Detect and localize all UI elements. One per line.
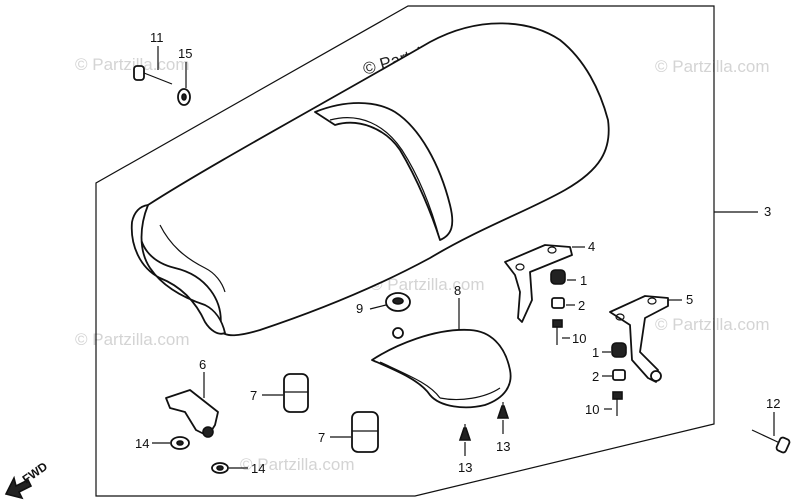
callout-12: 12 (766, 396, 780, 411)
callout-7b: 7 (318, 430, 325, 445)
fwd-arrow-icon (4, 475, 33, 500)
watermark-top-right: © Partzilla.com (655, 57, 770, 76)
bracket-4 (504, 244, 573, 323)
collar-2-lower (612, 369, 626, 381)
cushion-1-lower (611, 342, 627, 358)
callout-3: 3 (764, 204, 771, 219)
seat-pocket-inner (159, 224, 226, 293)
grommet-9 (385, 292, 411, 312)
callout-11: 11 (150, 30, 164, 45)
callout-2b: 2 (592, 369, 599, 384)
washer-15 (177, 88, 191, 106)
seat-body (138, 22, 610, 337)
bolt-10-upper (552, 319, 563, 345)
watermark-bottom: © Partzilla.com (240, 455, 355, 474)
collar-2-upper (551, 297, 565, 309)
clip-13-right (496, 402, 510, 419)
bracket-5 (609, 295, 669, 383)
callout-10b: 10 (585, 402, 599, 417)
washer-14-bottom (211, 462, 229, 474)
bolt-12 (751, 429, 791, 454)
rubber-7-upper (283, 373, 309, 413)
seat-tail-pocket (130, 204, 226, 335)
seat-strap-edge (329, 117, 441, 241)
seat-center-strap (314, 102, 454, 241)
watermark-mid-left: © Partzilla.com (75, 330, 190, 349)
callout-15: 15 (178, 46, 192, 61)
callout-2a: 2 (578, 298, 585, 313)
callout-6: 6 (199, 357, 206, 372)
callout-7a: 7 (250, 388, 257, 403)
seat-illustration (130, 22, 610, 337)
callout-5: 5 (686, 292, 693, 307)
bolt-11 (133, 65, 173, 85)
callout-14a: 14 (135, 436, 149, 451)
callout-4: 4 (588, 239, 595, 254)
callout-13b: 13 (496, 439, 510, 454)
watermark-top-left: © Partzilla.com (75, 55, 190, 74)
bracket-6 (165, 389, 219, 438)
bolt-10-lower (612, 391, 623, 416)
callout-8: 8 (454, 283, 461, 298)
forward-direction-indicator: FWD (4, 459, 51, 500)
leader-9 (369, 304, 387, 310)
callout-13a: 13 (458, 460, 472, 475)
callout-1a: 1 (580, 273, 587, 288)
watermark-center: © Partzilla.com (370, 275, 485, 294)
washer-14-left (170, 436, 190, 450)
fwd-label: FWD (20, 459, 51, 486)
rubber-7-lower (351, 411, 379, 453)
tray-8 (371, 327, 512, 409)
watermark-mid-right: © Partzilla.com (655, 315, 770, 334)
clip-13-left (458, 424, 472, 441)
assembly-frame (95, 5, 715, 497)
callout-10a: 10 (572, 331, 586, 346)
callout-14b: 14 (251, 461, 265, 476)
cushion-1-upper (550, 269, 566, 285)
callout-9: 9 (356, 301, 363, 316)
callout-1b: 1 (592, 345, 599, 360)
